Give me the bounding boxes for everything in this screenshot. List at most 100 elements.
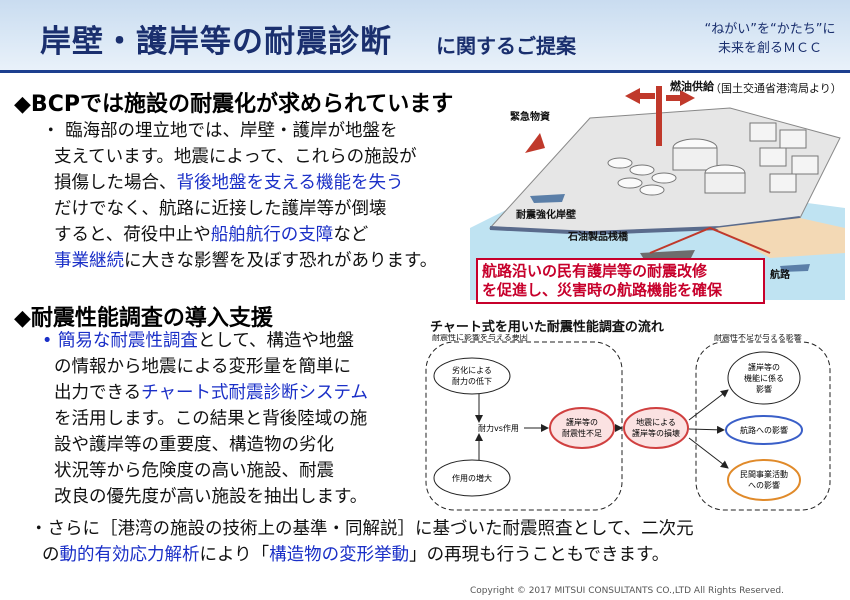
section2-body: • 簡易な耐震性調査として、構造や地盤 の情報から地震による変形量を簡単に 出力… — [42, 328, 368, 510]
text-run: 状況等から危険度の高い施設、耐震 — [54, 461, 334, 481]
node-route — [725, 415, 803, 445]
highlight-text: 簡易な耐震性調査 — [57, 331, 198, 351]
page-subtitle: に関するご提案 — [436, 34, 576, 58]
node-text: 航路への影響 — [740, 425, 788, 435]
node-private — [727, 459, 801, 501]
body-line: 支えています。地震によって、これらの施設が — [42, 144, 437, 170]
node-text: 機能に係る — [744, 373, 784, 383]
factor-group-label: 耐震性に影響を与える要因 — [432, 334, 528, 342]
oil-pier-label: 石油製品桟橋 — [567, 230, 629, 243]
chimney — [656, 86, 662, 146]
body-line: 損傷した場合、背後地盤を支える機能を失う — [42, 170, 437, 196]
arrow-icon — [525, 133, 545, 153]
flow-arrow — [688, 437, 729, 469]
node-text: 護岸等の — [566, 417, 598, 427]
route-arrow — [649, 226, 771, 254]
node-text: 耐力の低下 — [452, 376, 492, 386]
factor-group-box — [425, 341, 623, 511]
arrow-icon — [666, 90, 695, 106]
node-text: 護岸等の損壊 — [632, 428, 680, 438]
text-run: 損傷した場合、 — [54, 173, 177, 193]
body-line: ・さらに［港湾の施設の技術上の基準・同解説］に基づいた耐震照査として、二次元 — [30, 519, 694, 539]
bullet-icon: • — [42, 331, 53, 351]
text-run: により「 — [199, 545, 270, 565]
node-resistance: 耐力vs作用 — [478, 423, 519, 433]
caption-line-1: 航路沿いの民有護岸等の耐震改修 — [482, 262, 708, 280]
node-action — [433, 459, 511, 497]
arrow-icon — [625, 88, 655, 104]
section-heading-bcp: ◆BCPでは施設の耐震化が求められています — [14, 92, 454, 117]
node-shortage — [549, 407, 615, 449]
text-run: の情報から地震による変形量を簡単に — [54, 357, 351, 377]
caption-line-2: を促進し、災害時の航路機能を確保 — [482, 281, 723, 299]
flow-arrow — [688, 389, 729, 421]
node-degradation — [433, 357, 511, 395]
body-line: 事業継続に大きな影響を及ぼす恐れがあります。 — [42, 248, 437, 274]
text-run: 設や護岸等の重要度、構造物の劣化 — [54, 435, 334, 455]
impact-group-box — [695, 341, 831, 511]
body-line: の情報から地震による変形量を簡単に — [42, 354, 368, 380]
node-text: 地震による — [636, 417, 676, 427]
node-text: 作用の増大 — [452, 473, 492, 483]
node-text: 影響 — [756, 384, 772, 394]
ship-icon — [530, 194, 565, 203]
node-text: 民間事業活動 — [740, 469, 788, 479]
body-line: ・ 臨海部の埋立地では、岸壁・護岸が地盤を — [42, 118, 437, 144]
body-line: 出力できるチャート式耐震診断システム — [42, 380, 368, 406]
text-run: を活用します。この結果と背後陸域の施 — [54, 409, 368, 429]
copyright: Copyright © 2017 MITSUI CONSULTANTS CO.,… — [470, 586, 784, 596]
slogan-line-2: 未来を創るＭＣＣ — [717, 41, 822, 56]
seawall-label: 耐震強化岸壁 — [516, 208, 576, 221]
text-run: の — [42, 545, 60, 565]
oil-tank-group — [607, 138, 746, 196]
warehouse-group — [749, 122, 819, 193]
survey-flow-diagram: 耐震性に影響を与える要因 耐震性不足が与える影響 劣化による 耐力の低下 耐力v… — [425, 334, 831, 511]
highlight-text: 構造物の変形挙動 — [269, 545, 410, 565]
highlight-text: 船舶航行の支障 — [210, 225, 334, 245]
emergency-supply-label: 緊急物資 — [510, 110, 550, 123]
header-bar — [0, 0, 850, 70]
highlight-text: 事業継続 — [54, 251, 124, 271]
text-run: 出力できる — [54, 383, 142, 403]
body-line: 状況等から危険度の高い施設、耐震 — [42, 458, 368, 484]
text-run: に大きな影響を及ぼす恐れがあります。 — [124, 251, 438, 271]
impact-group-label: 耐震性不足が与える影響 — [714, 334, 802, 342]
text-run: すると、荷役中止や — [54, 225, 211, 245]
node-function — [727, 351, 801, 405]
header-divider — [0, 70, 850, 73]
text-run: として、構造や地盤 — [197, 331, 355, 351]
text-run: など — [333, 225, 369, 245]
fuel-supply-label: 燃油供給 — [669, 79, 715, 93]
company-slogan: “ねがい”を“かたち”に 未来を創るＭＣＣ — [695, 20, 845, 58]
section1-body: ・ 臨海部の埋立地では、岸壁・護岸が地盤を 支えています。地震によって、これらの… — [42, 118, 437, 274]
body-line: を活用します。この結果と背後陸域の施 — [42, 406, 368, 432]
page-title: 岸壁・護岸等の耐震診断 — [40, 24, 392, 60]
slogan-line-1: “ねがい”を“かたち”に — [704, 22, 836, 37]
body-line: 改良の優先度が高い施設を抽出します。 — [42, 484, 368, 510]
sand-area — [715, 218, 845, 258]
body-line: の動的有効応力解析により「構造物の変形挙動」の再現も行うこともできます。 — [30, 542, 694, 568]
body-line: すると、荷役中止や船舶航行の支障など — [42, 222, 437, 248]
node-damage — [623, 407, 689, 449]
ship-icon — [780, 264, 810, 272]
highlight-text: 背後地盤を支える機能を失う — [176, 173, 404, 193]
node-text: 護岸等の — [748, 362, 780, 372]
flow-title: チャート式を用いた耐震性能調査の流れ — [430, 320, 664, 335]
section-heading-survey: ◆耐震性能調査の導入支援 — [14, 306, 273, 331]
route-label: 航路 — [770, 268, 791, 281]
figure-source: （国土交通省港湾局より） — [710, 81, 842, 95]
body-line: 設や護岸等の重要度、構造物の劣化 — [42, 432, 368, 458]
text-run: 」の再現も行うこともできます。 — [409, 545, 670, 565]
text-run: 支えています。地震によって、これらの施設が — [54, 147, 417, 167]
highlight-text: チャート式耐震診断システム — [141, 383, 368, 403]
text-run: ・ 臨海部の埋立地では、岸壁・護岸が地盤を — [42, 121, 398, 141]
body-line: • 簡易な耐震性調査として、構造や地盤 — [42, 328, 368, 354]
body-line: だけでなく、航路に近接した護岸等が倒壊 — [42, 196, 437, 222]
text-run: だけでなく、航路に近接した護岸等が倒壊 — [54, 199, 387, 219]
footer-paragraph: ・さらに［港湾の施設の技術上の基準・同解説］に基づいた耐震照査として、二次元 の… — [30, 516, 694, 568]
port-illustration: 燃油供給 （国土交通省港湾局より） 緊急物資 耐震強化岸壁 石油製品桟橋 航路 — [470, 78, 845, 300]
flow-arrow — [688, 425, 725, 434]
highlight-text: 動的有効応力解析 — [59, 545, 200, 565]
node-text: 劣化による — [452, 365, 492, 375]
seismic-retrofit-caption: 航路沿いの民有護岸等の耐震改修 を促進し、災害時の航路機能を確保 — [476, 258, 765, 304]
